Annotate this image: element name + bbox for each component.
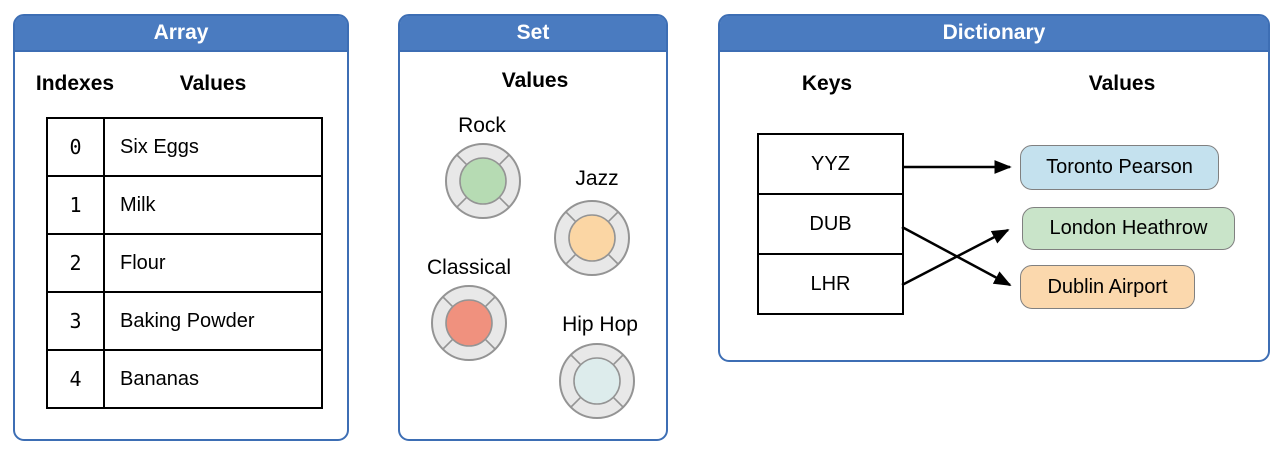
- array-index: 3: [46, 291, 105, 351]
- array-index: 4: [46, 349, 105, 409]
- dictionary-key: DUB: [757, 193, 904, 255]
- set-item-label-jazz: Jazz: [575, 167, 619, 190]
- dictionary-key: YYZ: [757, 133, 904, 195]
- array-value: Milk: [103, 175, 323, 235]
- set-item-label-classical: Classical: [426, 256, 512, 279]
- array-value: Six Eggs: [103, 117, 323, 177]
- array-panel: Array Indexes Values 0 Six Eggs 1 Milk 2…: [13, 14, 349, 441]
- array-value: Baking Powder: [103, 291, 323, 351]
- array-value: Bananas: [103, 349, 323, 409]
- array-panel-title: Array: [15, 16, 347, 52]
- dictionary-panel: Dictionary Keys Values YYZ DUB LHR: [718, 14, 1270, 362]
- dictionary-value-pill: Dublin Airport: [1020, 265, 1195, 309]
- table-row: LHR: [757, 253, 904, 315]
- array-indexes-header: Indexes: [35, 72, 115, 95]
- set-item-badge-rock: [443, 141, 523, 221]
- set-panel: Set Values Rock Jazz: [398, 14, 668, 441]
- table-row: 3 Baking Powder: [46, 291, 323, 351]
- wheel-badge-icon: [554, 200, 630, 276]
- array-index: 1: [46, 175, 105, 235]
- dictionary-value-pill: London Heathrow: [1022, 207, 1235, 250]
- set-values-header: Values: [501, 69, 569, 92]
- array-table: 0 Six Eggs 1 Milk 2 Flour 3 Baking Powde…: [46, 117, 323, 409]
- dictionary-values-header: Values: [1088, 72, 1156, 95]
- array-index: 2: [46, 233, 105, 293]
- set-item-badge-hiphop: [557, 341, 637, 421]
- dictionary-keys-header: Keys: [801, 72, 853, 95]
- array-values-header: Values: [179, 72, 247, 95]
- dictionary-value-label: Dublin Airport: [1047, 275, 1168, 298]
- array-value: Flour: [103, 233, 323, 293]
- dictionary-panel-title: Dictionary: [720, 16, 1268, 52]
- table-row: 4 Bananas: [46, 349, 323, 409]
- table-row: YYZ: [757, 133, 904, 195]
- dictionary-value-label: Toronto Pearson: [1046, 156, 1193, 178]
- wheel-badge-icon: [559, 343, 635, 419]
- array-index: 0: [46, 117, 105, 177]
- dictionary-value-label: London Heathrow: [1049, 217, 1208, 239]
- table-row: 1 Milk: [46, 175, 323, 235]
- table-row: 2 Flour: [46, 233, 323, 293]
- table-row: DUB: [757, 193, 904, 255]
- set-item-label-hiphop: Hip Hop: [562, 313, 638, 336]
- set-item-badge-classical: [429, 283, 509, 363]
- dictionary-keys-box: YYZ DUB LHR: [757, 133, 904, 315]
- set-panel-title: Set: [400, 16, 666, 52]
- dictionary-value-pill: Toronto Pearson: [1020, 145, 1219, 190]
- set-item-badge-jazz: [552, 198, 632, 278]
- set-item-label-rock: Rock: [458, 114, 506, 137]
- dictionary-key: LHR: [757, 253, 904, 315]
- table-row: 0 Six Eggs: [46, 117, 323, 177]
- wheel-badge-icon: [431, 285, 507, 361]
- wheel-badge-icon: [445, 143, 521, 219]
